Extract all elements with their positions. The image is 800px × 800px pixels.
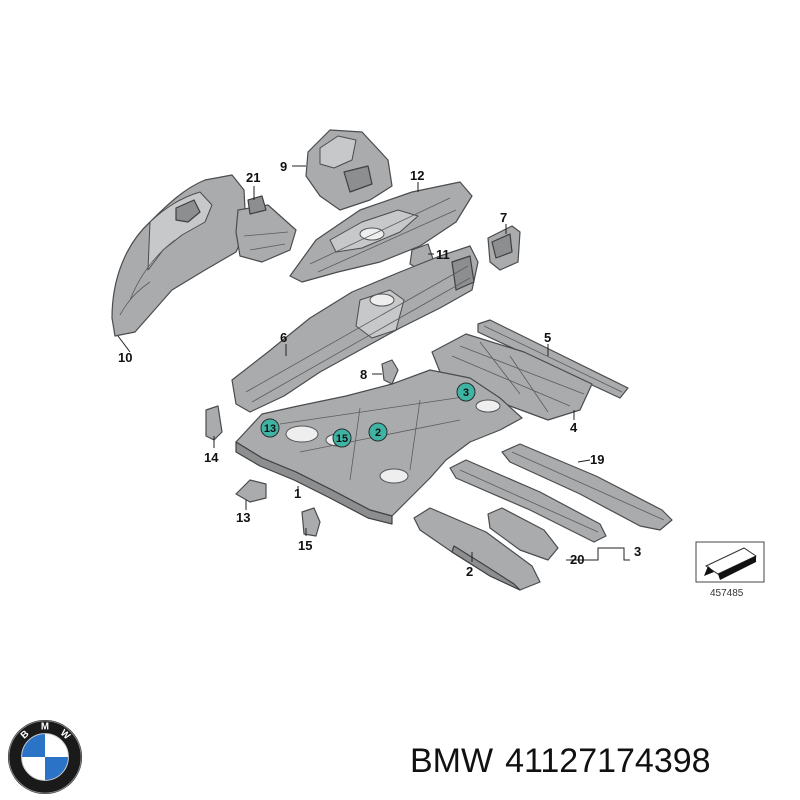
part-14-bracket [205, 405, 223, 441]
callout-3: 3 [634, 544, 641, 559]
part-21-bracket [235, 195, 297, 263]
leader-lines [117, 165, 630, 562]
reference-number: 457485 [710, 588, 744, 599]
part-9-upper-bracket [305, 129, 393, 211]
callout-11: 11 [436, 247, 450, 262]
callout-12: 12 [410, 168, 424, 183]
callout-4: 4 [570, 420, 578, 435]
brand-name: BMW [410, 742, 494, 780]
callout-2: 2 [466, 564, 473, 579]
callout-7: 7 [500, 210, 507, 225]
svg-text:2: 2 [375, 427, 381, 439]
svg-text:13: 13 [264, 423, 276, 435]
badge-2: 2 [368, 422, 388, 442]
badge-15: 15 [332, 428, 352, 448]
brand-caption: BMW 41127174398 [410, 742, 723, 781]
part-20-rail [487, 507, 559, 561]
part-5-cross-member [477, 319, 629, 399]
callout-5: 5 [544, 330, 551, 345]
part-2-rail [413, 507, 541, 591]
svg-text:3: 3 [463, 387, 469, 399]
part-7-bracket [487, 225, 521, 271]
callout-20: 20 [570, 552, 584, 567]
callout-10: 10 [118, 350, 132, 365]
callout-1: 1 [294, 486, 301, 501]
part-10-wheel-arch [111, 174, 247, 337]
callout-19: 19 [590, 452, 604, 467]
arrow-icon [704, 566, 714, 576]
part-15-bracket [301, 507, 321, 537]
part-number: 41127174398 [505, 742, 711, 780]
logo-letter-m: M [41, 722, 49, 733]
svg-text:15: 15 [336, 433, 348, 445]
callout-8: 8 [360, 367, 367, 382]
badge-13: 13 [260, 418, 280, 438]
bmw-logo: B M W [7, 719, 83, 795]
part-12-panel [289, 181, 473, 283]
part-3-sill-rail [449, 459, 607, 543]
callout-13: 13 [236, 510, 250, 525]
reference-box: 457485 [695, 541, 765, 599]
part-13-bracket [235, 479, 267, 503]
callout-21: 21 [246, 170, 260, 185]
part-8-clip [381, 359, 399, 385]
callout-14: 14 [204, 450, 219, 465]
callout-labels: 10 21 9 12 7 11 6 5 8 4 14 19 1 13 15 2 … [118, 159, 641, 579]
part-6-longitudinal-member [231, 245, 479, 413]
part-1-floor [235, 369, 523, 525]
part-19-side-rail [501, 443, 673, 531]
callout-15: 15 [298, 538, 312, 553]
highlight-badges: 3 13 15 2 [260, 382, 476, 448]
callout-6: 6 [280, 330, 287, 345]
callout-9: 9 [280, 159, 287, 174]
badge-3: 3 [456, 382, 476, 402]
